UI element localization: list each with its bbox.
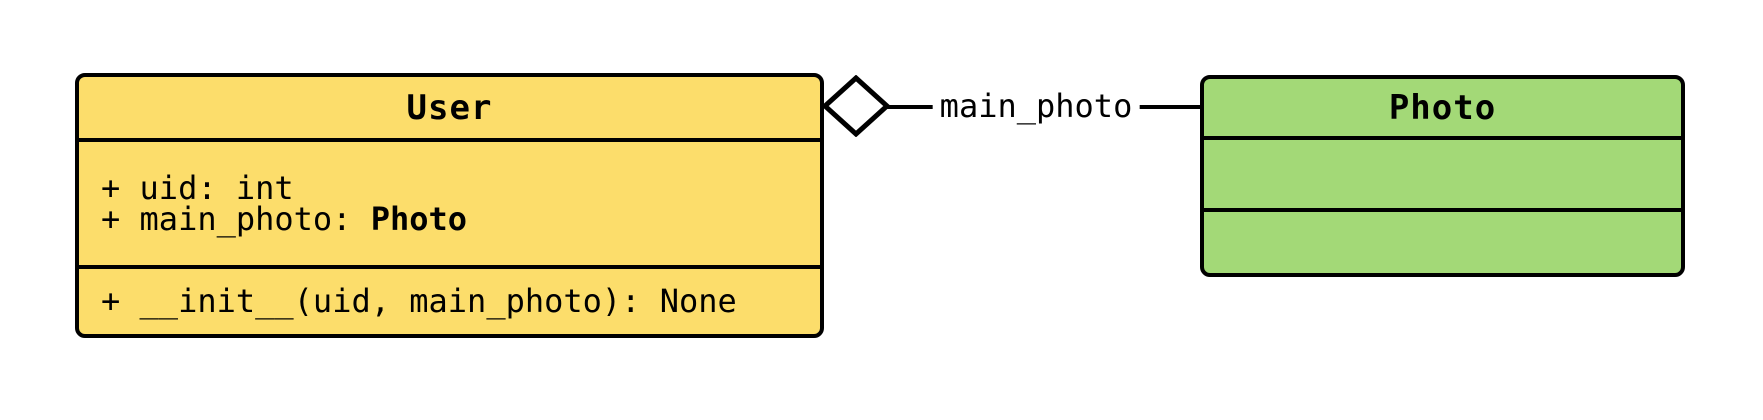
attribute-main-photo: + main_photo: Photo xyxy=(101,203,820,235)
attribute-main-photo-label: + main_photo: xyxy=(101,199,371,238)
compartment-divider xyxy=(79,138,820,142)
photo-class-title: Photo xyxy=(1388,87,1497,128)
compartment-divider xyxy=(1204,136,1681,140)
aggregation-diamond-icon xyxy=(822,75,890,137)
user-attributes-compartment: + uid: int + main_photo: Photo xyxy=(79,142,820,265)
class-node-user: User + uid: int + main_photo: Photo + __… xyxy=(75,73,824,338)
photo-methods-compartment xyxy=(1204,212,1681,273)
relation-label: main_photo xyxy=(932,84,1140,128)
compartment-divider xyxy=(1204,208,1681,212)
user-methods-compartment: + __init__(uid, main_photo): None xyxy=(79,269,820,334)
photo-attributes-compartment xyxy=(1204,140,1681,208)
compartment-divider xyxy=(79,265,820,269)
class-node-photo: Photo xyxy=(1200,75,1685,277)
attribute-uid: + uid: int xyxy=(101,168,294,207)
attribute-main-photo-type: Photo xyxy=(370,199,468,238)
user-class-title: User xyxy=(406,87,493,128)
method-init: + __init__(uid, main_photo): None xyxy=(101,282,737,320)
